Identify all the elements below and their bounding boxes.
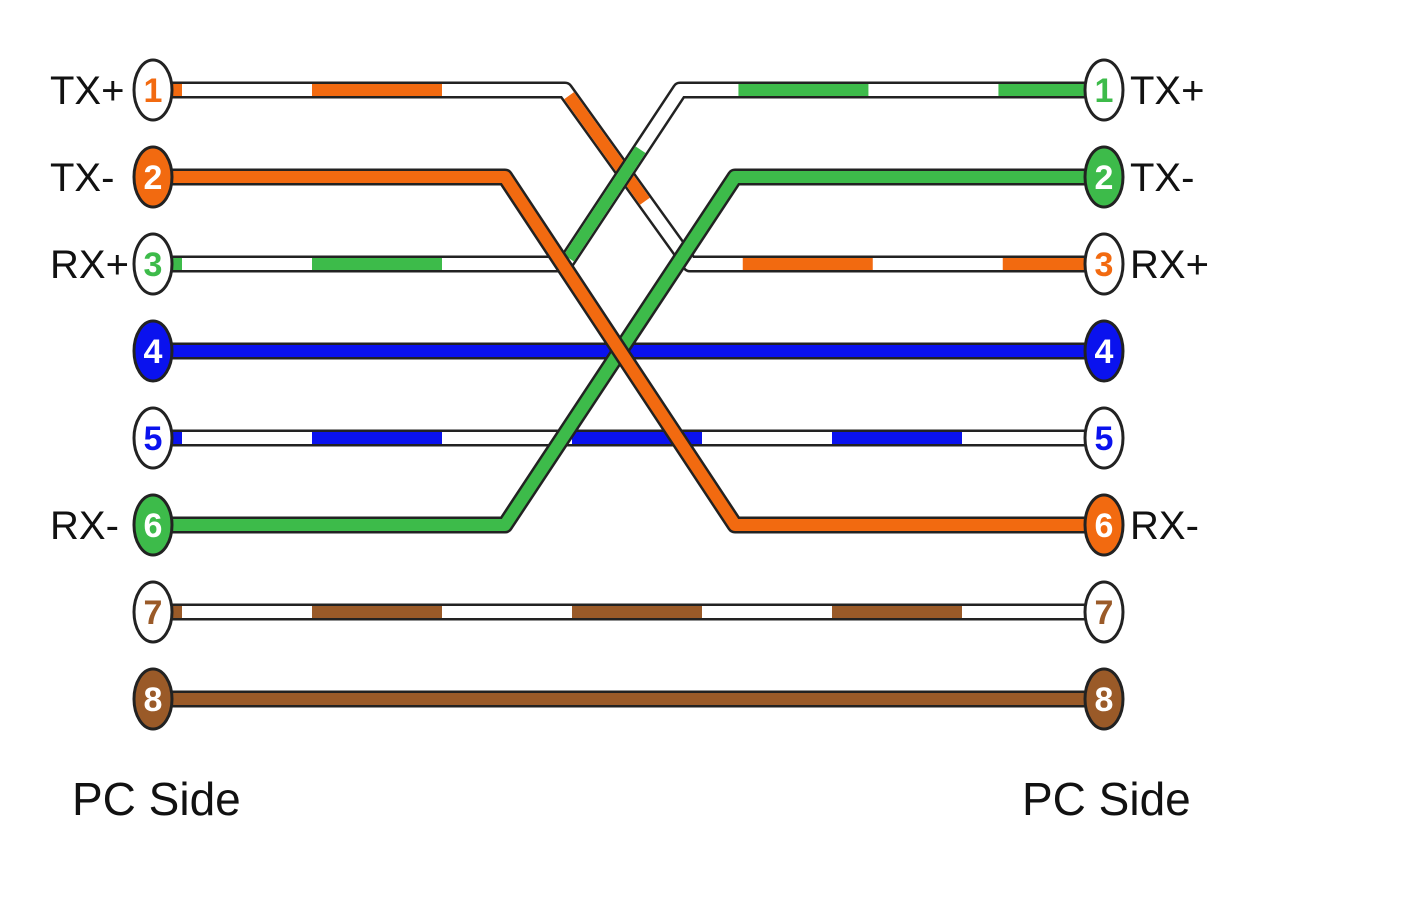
wires-layer bbox=[172, 81, 1086, 708]
wire-stripe bbox=[172, 84, 1086, 270]
right-pin-number: 2 bbox=[1095, 159, 1114, 197]
left-pin-number: 1 bbox=[144, 72, 163, 110]
wire-3-to-1 bbox=[172, 81, 1086, 273]
left-pin-number: 4 bbox=[144, 333, 163, 371]
left-pin-number: 3 bbox=[144, 246, 163, 284]
right-pin-circle bbox=[1083, 319, 1125, 383]
left-pin-number: 5 bbox=[144, 420, 163, 458]
left-pin-6: 6 bbox=[132, 493, 174, 557]
left-pin-circle bbox=[132, 580, 174, 644]
right-pin-number: 7 bbox=[1095, 594, 1114, 632]
right-pin-circle bbox=[1083, 667, 1125, 731]
right-pin-circle bbox=[1083, 145, 1125, 209]
left-signal-label: RX- bbox=[50, 504, 119, 548]
left-pin-circle bbox=[132, 58, 174, 122]
wire-2-to-6 bbox=[172, 168, 1086, 534]
left-pin-number: 6 bbox=[144, 507, 163, 545]
left-side-label: PC Side bbox=[72, 773, 241, 825]
left-pin-circle bbox=[132, 406, 174, 470]
left-pin-circle bbox=[132, 319, 174, 383]
right-pin-circle bbox=[1083, 493, 1125, 557]
left-pin-circle bbox=[132, 493, 174, 557]
right-pin-number: 1 bbox=[1095, 72, 1114, 110]
right-pin-number: 5 bbox=[1095, 420, 1114, 458]
right-pin-number: 6 bbox=[1095, 507, 1114, 545]
right-pin-3: 3 bbox=[1083, 232, 1125, 296]
left-pin-number: 7 bbox=[144, 594, 163, 632]
left-pin-5: 5 bbox=[132, 406, 174, 470]
left-signal-label: RX+ bbox=[50, 243, 129, 287]
right-pin-5: 5 bbox=[1083, 406, 1125, 470]
labels-layer: TX+ TX- RX+ RX- TX+ TX- RX+ RX- bbox=[50, 69, 1209, 548]
right-signal-label: RX+ bbox=[1130, 243, 1209, 287]
right-pin-8: 8 bbox=[1083, 667, 1125, 731]
right-pin-circle bbox=[1083, 232, 1125, 296]
right-pin-circle bbox=[1083, 58, 1125, 122]
right-pin-6: 6 bbox=[1083, 493, 1125, 557]
right-pin-1: 1 bbox=[1083, 58, 1125, 122]
left-pin-circle bbox=[132, 667, 174, 731]
left-pin-number: 8 bbox=[144, 681, 163, 719]
left-pin-circle bbox=[132, 232, 174, 296]
right-pin-4: 4 bbox=[1083, 319, 1125, 383]
right-pin-7: 7 bbox=[1083, 580, 1125, 644]
left-pin-3: 3 bbox=[132, 232, 174, 296]
right-pin-number: 8 bbox=[1095, 681, 1114, 719]
left-pin-7: 7 bbox=[132, 580, 174, 644]
left-signal-label: TX- bbox=[50, 156, 114, 200]
right-pin-circle bbox=[1083, 406, 1125, 470]
right-signal-label: RX- bbox=[1130, 504, 1199, 548]
right-pin-2: 2 bbox=[1083, 145, 1125, 209]
right-pin-circle bbox=[1083, 580, 1125, 644]
left-pin-number: 2 bbox=[144, 159, 163, 197]
left-pin-8: 8 bbox=[132, 667, 174, 731]
right-pin-number: 4 bbox=[1095, 333, 1114, 371]
left-pin-circle bbox=[132, 145, 174, 209]
left-pin-2: 2 bbox=[132, 145, 174, 209]
right-signal-label: TX- bbox=[1130, 156, 1194, 200]
left-pin-4: 4 bbox=[132, 319, 174, 383]
left-pin-1: 1 bbox=[132, 58, 174, 122]
wire-core bbox=[172, 171, 1086, 531]
right-signal-label: TX+ bbox=[1130, 69, 1204, 113]
right-side-label: PC Side bbox=[1022, 773, 1191, 825]
pins-layer: 1 2 3 4 5 6 7 8 1 2 3 4 5 6 7 8 bbox=[132, 58, 1125, 731]
left-signal-label: TX+ bbox=[50, 69, 124, 113]
right-pin-number: 3 bbox=[1095, 246, 1114, 284]
